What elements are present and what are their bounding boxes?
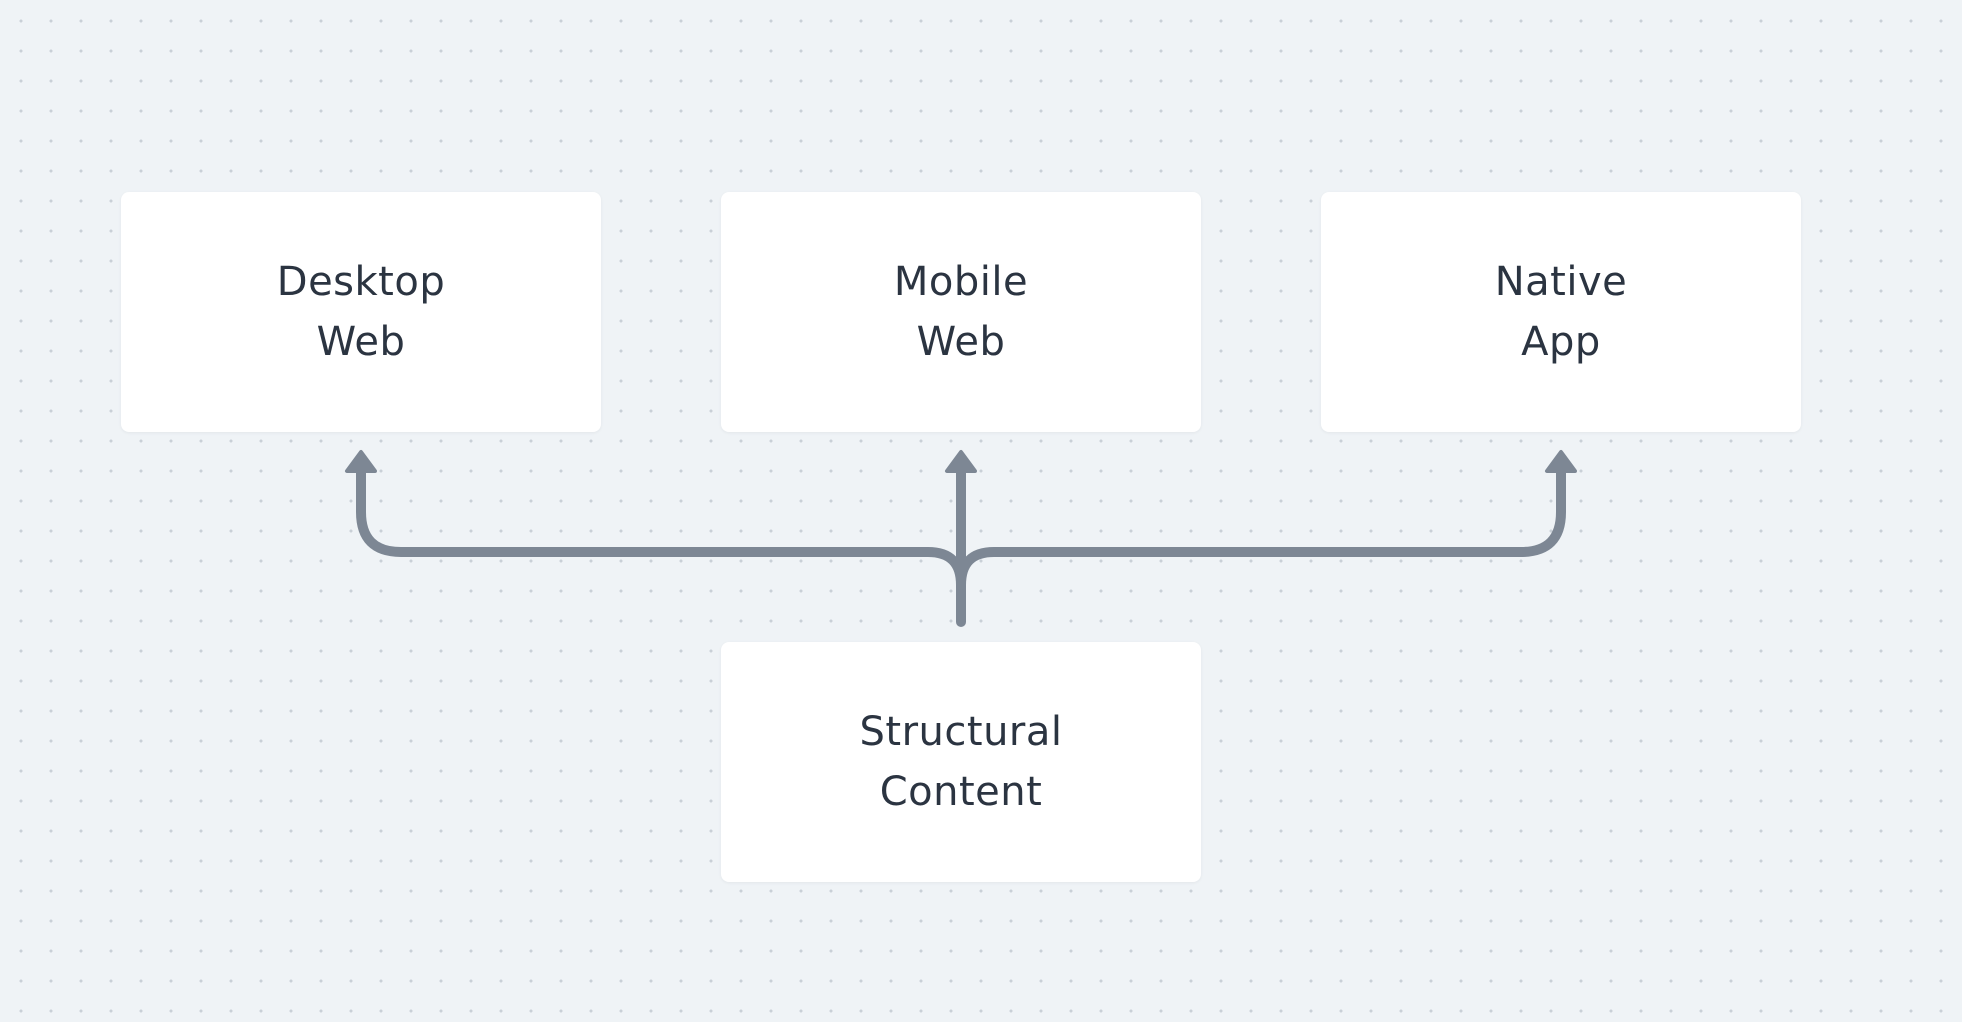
card-mobile-web[interactable]: Mobile Web [721,192,1201,432]
arrowhead-mobile [945,450,977,473]
card-native-app-line1: Native [1494,259,1628,305]
card-structural-content[interactable]: Structural Content [721,642,1201,882]
card-native-app[interactable]: Native App [1321,192,1801,432]
card-desktop-web-line1: Desktop [276,259,446,305]
card-desktop-web[interactable]: Desktop Web [121,192,601,432]
card-mobile-web-line2: Web [916,319,1006,365]
connector-to-desktop [356,463,966,590]
connector-to-native [956,463,1566,590]
card-structural-content-line2: Content [879,769,1043,815]
card-structural-content-line1: Structural [859,709,1063,755]
arrowhead-native [1545,450,1577,473]
card-mobile-web-line1: Mobile [893,259,1029,305]
card-native-app-line2: App [1521,319,1601,365]
card-desktop-web-line2: Web [316,319,406,365]
arrowhead-desktop [345,450,377,473]
